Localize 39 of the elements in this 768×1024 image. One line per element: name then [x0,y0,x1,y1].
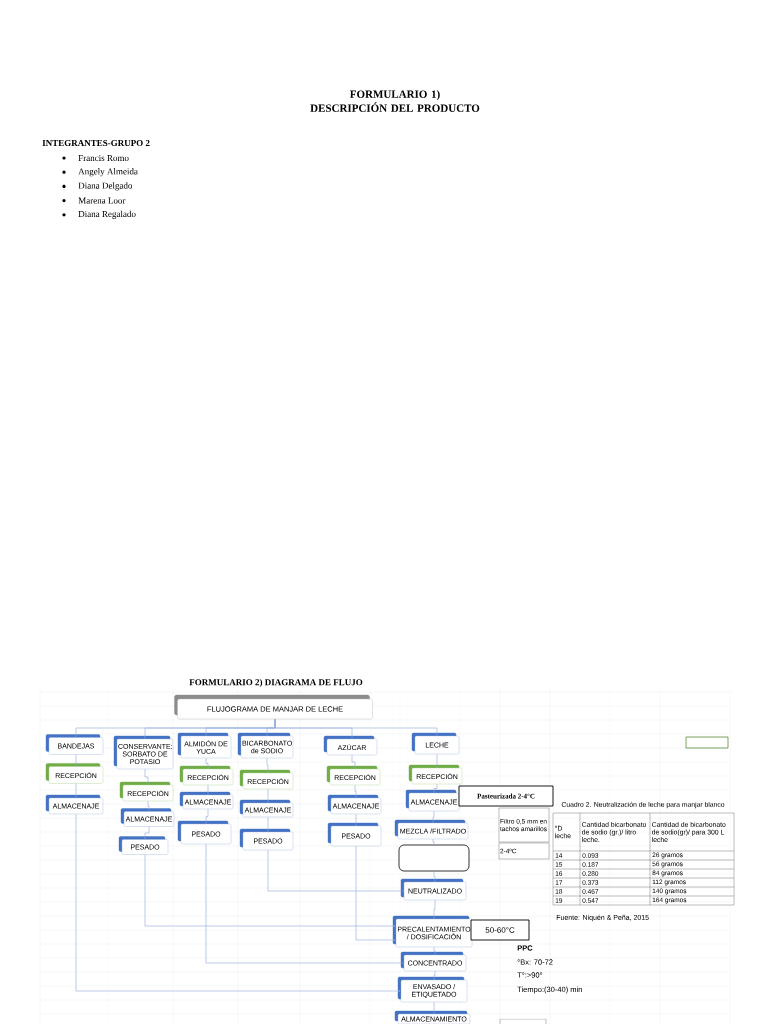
connector [433,946,436,956]
connector [267,816,269,833]
member-name: Marena Loor [78,197,126,204]
connector [147,800,150,812]
connector [433,1001,435,1015]
connector [144,768,149,786]
connector [433,783,438,794]
connector [205,808,209,825]
connector [274,718,438,737]
connector [144,826,150,840]
member-name: Diana Delgado [78,182,133,191]
connector [351,754,356,770]
connector [432,810,435,824]
connector [436,753,438,769]
arrow [75,813,401,992]
note-box [499,1018,547,1024]
page-title: FORMULARIO 1) DESCRIPCIÓN DEL PRODUCTO [310,90,480,112]
connector [355,813,357,827]
arrow [144,854,396,927]
connector [207,784,209,796]
process-box [398,844,470,872]
member-name: Diana Regalado [78,210,136,219]
connector [267,849,405,892]
note-box: 50-60°C [470,919,530,941]
connector [354,784,357,799]
connector [266,757,269,774]
connector [433,970,436,981]
connector [75,783,77,799]
connector [205,757,209,770]
arrow [355,845,396,941]
connector [267,788,269,804]
connector [433,871,436,883]
member-name: Francis Romo [78,155,129,162]
connector [433,899,436,920]
connector [205,843,405,964]
connector [75,754,77,767]
heading: INTEGRANTES-GRUPO 2 [42,140,150,147]
connector [432,838,435,845]
member-name: Angely Almeida [78,168,138,177]
